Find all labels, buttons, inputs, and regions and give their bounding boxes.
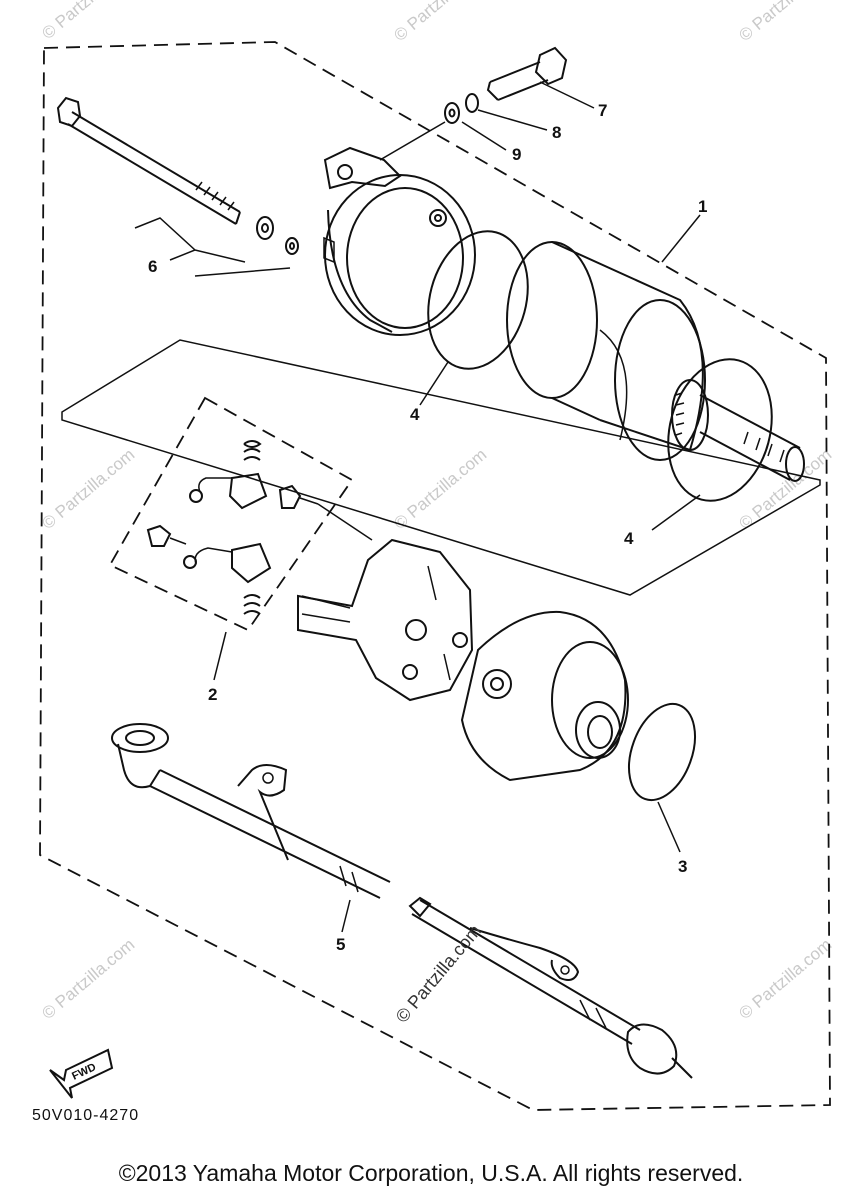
watermark-top-center: © Partzilla.com [390, 0, 490, 45]
leader-8 [477, 109, 548, 131]
leader-6 [134, 217, 291, 277]
callout-1: 1 [698, 197, 707, 216]
callout-8: 8 [552, 123, 561, 142]
brush-set-boundary [108, 396, 354, 632]
callout-4a: 4 [410, 405, 420, 424]
brush-holder [297, 538, 474, 702]
callout-3: 3 [678, 857, 687, 876]
leader-washer-to-cover [379, 121, 446, 161]
watermark-group: © Partzilla.com © Partzilla.com © Partzi… [38, 0, 835, 1023]
leader-1 [661, 214, 701, 263]
leader-4b [651, 494, 701, 531]
through-bolt [56, 96, 241, 225]
copyright-notice: ©2013 Yamaha Motor Corporation, U.S.A. A… [118, 1160, 744, 1186]
leader-2 [213, 631, 227, 681]
o-ring-small [628, 702, 696, 802]
watermark-mid-center: © Partzilla.com [390, 445, 490, 533]
watermark-bottom-right: © Partzilla.com [735, 935, 835, 1023]
o-ring-rear [667, 358, 773, 502]
leader-7 [539, 81, 595, 109]
leader-brush-to-holder [317, 503, 373, 541]
watermark-top-left: © Partzilla.com [38, 0, 138, 43]
callout-2: 2 [208, 685, 217, 704]
leader-4a [419, 361, 449, 406]
watermark-mid-left: © Partzilla.com [38, 445, 138, 533]
diagram-code: 50V010-4270 [32, 1107, 140, 1124]
callout-6: 6 [148, 257, 157, 276]
fwd-arrow-icon: FWD [49, 1048, 114, 1099]
watermark-bottom-left: © Partzilla.com [38, 935, 138, 1023]
callout-7: 7 [598, 101, 607, 120]
fwd-label: FWD [70, 1061, 98, 1082]
lead-wire-left [111, 723, 391, 899]
yoke-body [506, 241, 706, 461]
callout-4b: 4 [624, 529, 634, 548]
watermark-center-dark: © Partzilla.com [392, 921, 485, 1027]
armature-shaft [671, 379, 805, 482]
watermark-top-right: © Partzilla.com [735, 0, 835, 45]
mounting-bolt [486, 46, 568, 101]
assembly-boundary [39, 41, 831, 1111]
o-ring-front [427, 230, 529, 370]
through-bolt-washers [256, 216, 299, 255]
leader-9 [461, 121, 507, 151]
front-cover [323, 146, 476, 336]
rear-cover [460, 610, 629, 782]
callout-9: 9 [512, 145, 521, 164]
lead-wire-right [408, 896, 693, 1079]
callout-5: 5 [336, 935, 345, 954]
lock-washer [465, 93, 479, 113]
leader-3 [657, 801, 681, 853]
leader-5 [341, 899, 351, 933]
brush-set [146, 440, 319, 615]
plain-washer [444, 102, 460, 124]
armature-group-outline [61, 339, 821, 596]
